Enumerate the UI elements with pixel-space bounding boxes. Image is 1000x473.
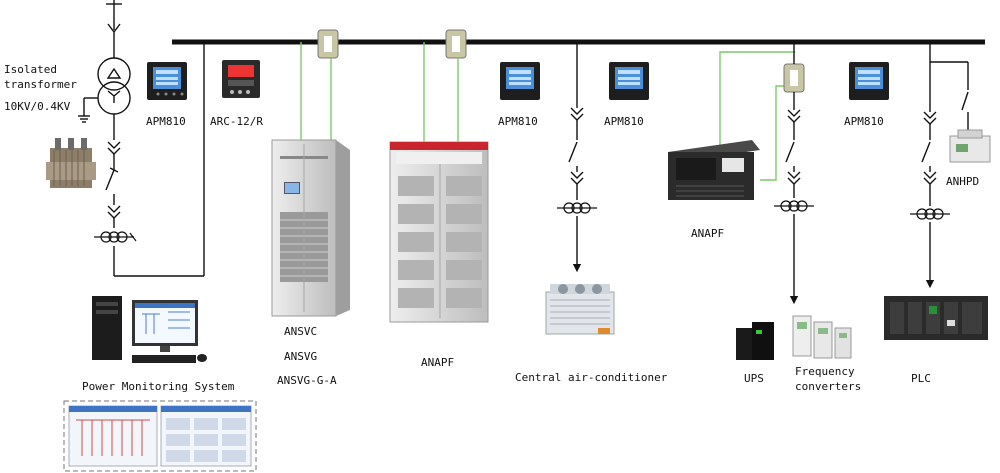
ansvg-g-a-label: ANSVG-G-A xyxy=(277,374,337,387)
ansvg-label: ANSVG xyxy=(284,350,318,363)
plc-image xyxy=(884,296,988,340)
anapf-cabinet-label: ANAPF xyxy=(421,356,455,369)
anapf-rack-image xyxy=(668,140,760,200)
feeder-plc xyxy=(921,42,969,289)
transformer-image xyxy=(46,138,96,188)
transformer-outgoing-line xyxy=(105,42,205,277)
current-transformers-symbol xyxy=(94,231,137,243)
apm810-label-2: APM810 xyxy=(498,115,538,128)
ansvc-label: ANSVC xyxy=(284,325,318,338)
ansvc-cabinet-image xyxy=(271,139,350,317)
apm810-label-4: APM810 xyxy=(844,115,884,128)
ct-symbol-frequency-converters xyxy=(774,200,814,212)
incoming-feeder xyxy=(106,0,122,58)
anapf-rack-label: ANAPF xyxy=(691,227,725,240)
bus-ct-3 xyxy=(783,63,805,93)
power-monitoring-pc-image xyxy=(92,296,207,363)
ct-symbol-plc xyxy=(910,208,950,220)
arc-label: ARC-12/R xyxy=(210,115,263,128)
central-ac-image xyxy=(545,284,615,335)
apm810-meter-1 xyxy=(147,62,187,100)
apm810-meter-4 xyxy=(849,62,889,100)
apm810-label-3: APM810 xyxy=(604,115,644,128)
feeder-central-ac xyxy=(568,42,584,273)
monitoring-screenshots-panel xyxy=(63,400,257,472)
central-ac-label: Central air-conditioner xyxy=(515,371,668,384)
anapf-cabinet-image xyxy=(389,141,489,323)
apm810-meter-2 xyxy=(500,62,540,100)
ct-symbol-central-ac xyxy=(557,202,597,214)
transformer-rating-label: 10KV/0.4KV xyxy=(4,100,71,113)
transformer-label: Isolated transformer xyxy=(4,63,77,91)
frequency-converters-label: Frequency converters xyxy=(795,365,862,393)
bus-ct-1 xyxy=(317,29,339,59)
feeder-frequency-converters xyxy=(785,42,801,305)
transformer-symbol xyxy=(78,57,131,123)
ups-label: UPS xyxy=(744,372,764,385)
apm810-label-1: APM810 xyxy=(146,115,186,128)
arc-12r-relay xyxy=(222,60,260,98)
anhpd-label: ANHPD xyxy=(946,175,980,188)
signal-lines xyxy=(300,42,795,181)
anhpd-device-image xyxy=(949,129,991,163)
power-monitoring-label: Power Monitoring System xyxy=(82,380,235,393)
plc-label: PLC xyxy=(911,372,931,385)
apm810-meter-3 xyxy=(609,62,649,100)
ups-image xyxy=(736,322,774,360)
bus-ct-2 xyxy=(445,29,467,59)
frequency-converters-image xyxy=(792,315,852,359)
